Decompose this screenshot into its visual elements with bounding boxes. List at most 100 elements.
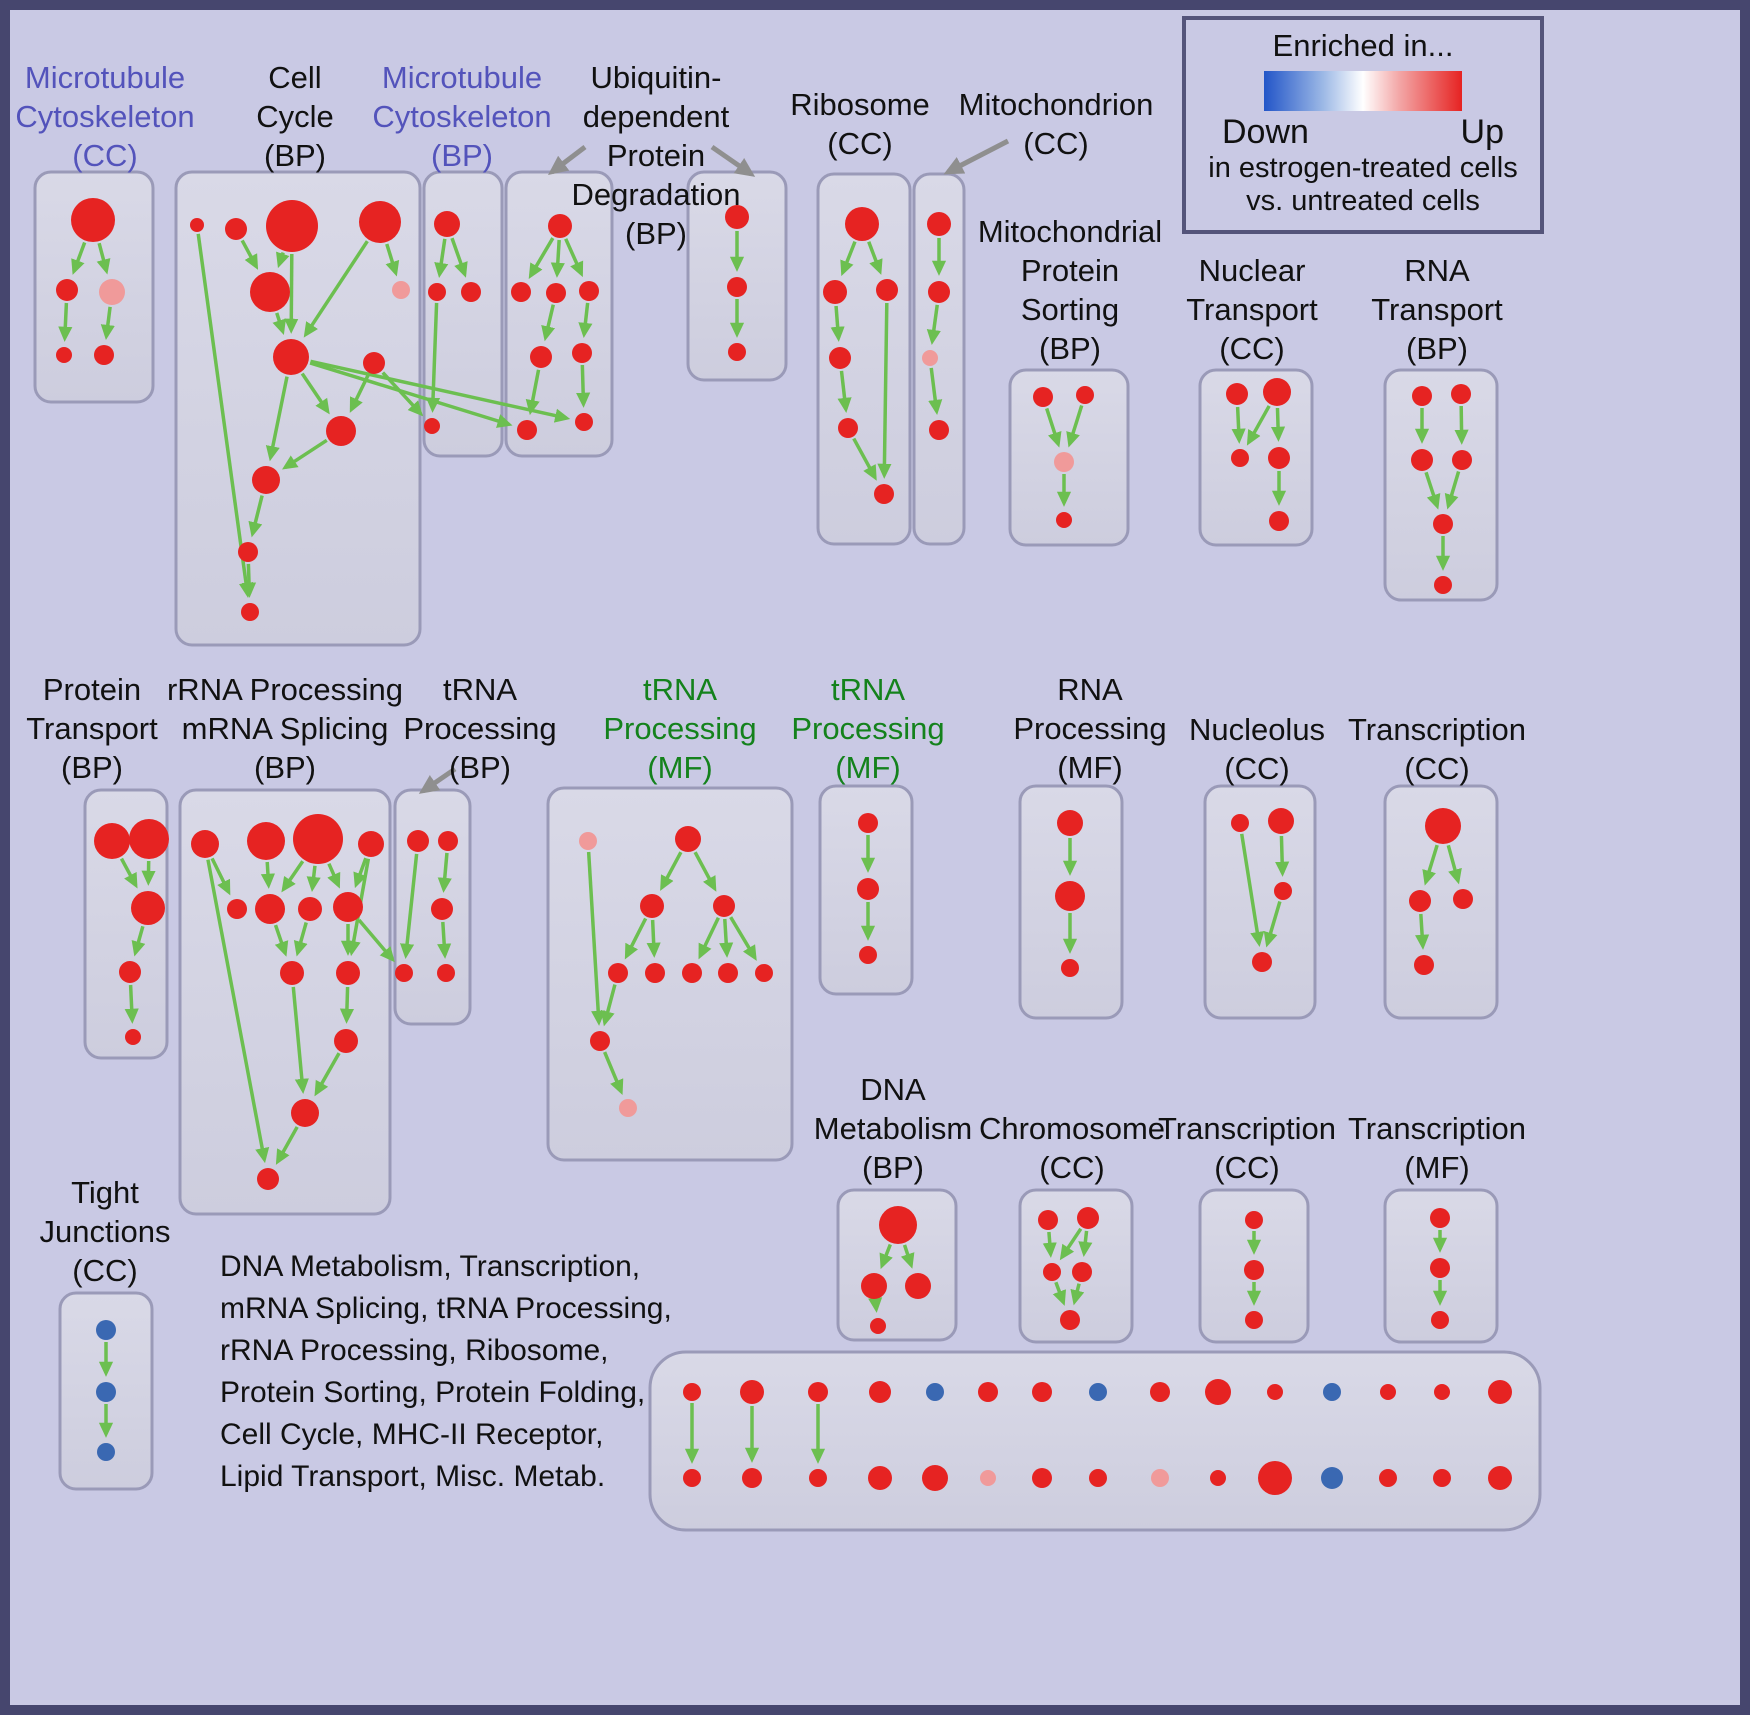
gene-set-node-rna_proc_mf-0 [1057,810,1083,836]
relation-edge [867,241,883,275]
gene-set-node-trna_mf1-10 [619,1099,637,1117]
gene-set-node-rna_transport-3 [1452,450,1472,470]
gene-set-node-cellcycle-2 [266,200,318,252]
cluster-box-dna_metab [836,1188,958,1342]
cluster-box-mt_cc [33,170,155,404]
gene-set-node-misc-17 [809,1469,827,1487]
relation-edge [1270,407,1286,442]
gene-set-node-trna_mf1-9 [590,1031,610,1051]
gene-set-node-rrna-2 [293,814,343,864]
relation-edge [1275,835,1290,877]
misc-caption-line: Protein Sorting, Protein Folding, [220,1376,646,1409]
relation-edge [603,1051,624,1095]
relation-edge [1231,406,1246,444]
gene-set-node-tight_junctions-1 [96,1382,116,1402]
gene-set-node-chromosome-3 [1072,1262,1092,1282]
gene-set-node-mt_cc-3 [56,347,72,363]
gene-set-node-transcription_cc2-0 [1245,1211,1263,1229]
relation-edge [698,916,720,960]
relation-edge [1415,913,1430,950]
gene-set-node-misc-14 [1488,1380,1512,1404]
gene-set-node-transcription_cc2-1 [1244,1260,1264,1280]
gene-set-node-trna_mf1-8 [755,964,773,982]
relation-edge [300,372,330,415]
gene-set-node-transcription_cc1-1 [1409,890,1431,912]
legend-title: Enriched in... [1272,28,1454,63]
gene-set-node-misc-7 [1089,1383,1107,1401]
gene-set-node-nucleolus-0 [1231,814,1249,832]
relation-edge [381,371,424,417]
gene-set-node-misc-6 [1032,1382,1052,1402]
gene-set-node-prot_transport-1 [129,819,169,859]
gene-set-node-misc-10 [1267,1384,1283,1400]
cluster-label-transcription_mf: Transcription(MF) [1348,1111,1526,1185]
gene-set-node-misc-16 [742,1468,762,1488]
gene-set-node-ubiq1-1 [511,282,531,302]
relation-edge [71,241,87,275]
gene-set-node-misc-24 [1210,1470,1226,1486]
gene-set-node-misc-28 [1433,1469,1451,1487]
gene-set-node-prot_transport-2 [131,891,165,925]
gene-set-node-chromosome-1 [1077,1207,1099,1229]
gene-set-node-trna_mf2-2 [859,946,877,964]
gene-set-node-misc-2 [808,1382,828,1402]
gene-set-node-cellcycle-11 [241,603,259,621]
gene-set-node-misc-13 [1434,1384,1450,1400]
gene-set-node-ubiq1-6 [517,420,537,440]
relation-edge [357,918,395,963]
gene-set-node-trna_mf1-4 [608,963,628,983]
relation-edge [327,862,341,889]
relation-edge [1446,844,1462,885]
cluster-label-nucleolus: Nucleolus(CC) [1189,712,1325,786]
relation-edge [309,361,513,428]
gene-set-node-cellcycle-5 [392,281,410,299]
gene-set-node-misc-0 [683,1383,701,1401]
gene-set-node-rrna-0 [191,830,219,858]
relation-edge [58,302,73,342]
gene-set-node-rna_transport-2 [1411,449,1433,471]
relation-edge [1078,1230,1093,1257]
gene-set-node-ubiq1-7 [575,413,593,431]
gene-set-node-rrna-4 [227,899,247,919]
relation-edge [928,367,943,415]
misc-caption-line: rRNA Processing, Ribosome, [220,1334,609,1367]
gene-set-node-prot_transport-4 [125,1029,141,1045]
relation-edge [1422,844,1439,886]
gene-set-node-misc-3 [869,1381,891,1403]
relation-edge [275,1126,299,1165]
gene-set-node-misc-12 [1380,1384,1396,1400]
gene-set-node-mito_cc-1 [928,281,950,303]
cluster-label-transcription_cc1: Transcription(CC) [1348,712,1526,786]
relation-edge [729,916,757,961]
gene-set-node-mito_cc-2 [922,350,938,366]
cluster-box-nucleolus [1203,784,1317,1020]
legend-gradient-bar [1264,71,1462,111]
gene-set-node-cellcycle-1 [225,218,247,240]
gene-set-node-trna_mf1-7 [718,963,738,983]
gene-set-node-mt_cc-1 [56,279,78,301]
gene-set-node-misc-19 [922,1465,948,1491]
gene-set-node-nuc_transport-0 [1226,383,1248,405]
relation-edge [1263,901,1282,948]
legend-up-label: Up [1460,113,1504,151]
gene-set-node-trna_bp-2 [431,898,453,920]
gene-set-node-misc-25 [1258,1461,1292,1495]
relation-edge [210,857,231,896]
relation-edge [273,924,289,957]
relation-edge [528,237,555,279]
gene-set-node-mt_bp-1 [428,283,446,301]
gene-set-node-misc-21 [1032,1468,1052,1488]
gene-set-node-cellcycle-9 [252,466,280,494]
gene-set-node-trna_bp-0 [407,830,429,852]
gene-set-node-rna_transport-1 [1451,384,1471,404]
ubiquitin-left-arrow [547,145,587,176]
gene-set-node-rna_transport-5 [1434,576,1452,594]
relation-edge [240,239,259,270]
gene-set-node-trna_mf2-0 [858,813,878,833]
